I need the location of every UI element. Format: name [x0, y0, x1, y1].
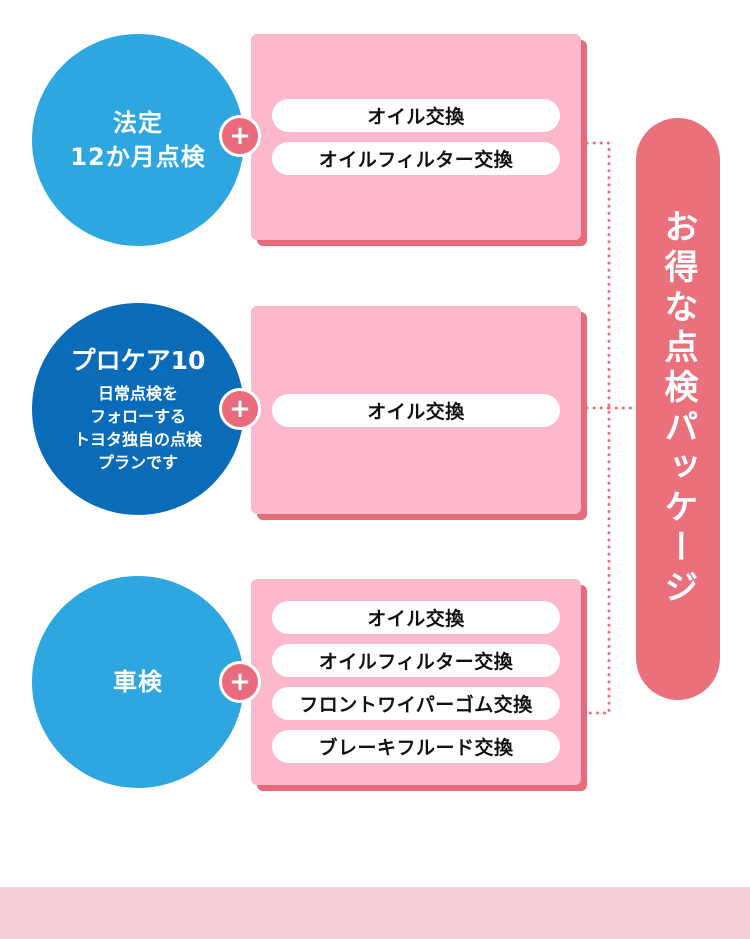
circle-legal-12month-inspection: 法定 12か月点検 [32, 34, 244, 246]
plus-icon: + [219, 661, 261, 703]
connector-branch-1 [585, 141, 611, 715]
circle-line: トヨタ独自の点検 [73, 430, 202, 449]
service-item: ブレーキフルード交換 [272, 730, 560, 763]
circle-line: 車検 [113, 668, 163, 696]
service-item: オイル交換 [272, 393, 560, 427]
service-item: オイルフィルター交換 [272, 644, 560, 677]
package-badge: お得な点検パッケージ [636, 118, 720, 700]
circle-line: 日常点検を [97, 384, 178, 403]
circle-title: プロケア10 [70, 346, 206, 375]
circle-line: 法定 [113, 109, 163, 137]
plus-icon: + [219, 115, 261, 157]
circle-line: プランです [97, 453, 178, 472]
package-label: お得な点検パッケージ [658, 209, 698, 609]
service-box-1: オイル交換 オイルフィルター交換 [251, 34, 581, 240]
circle-line: フォローする [89, 407, 186, 426]
circle-shaken-inspection: 車検 [32, 576, 244, 788]
circle-line: 12か月点検 [70, 143, 206, 171]
service-item: オイルフィルター交換 [272, 142, 560, 175]
service-item: オイル交換 [272, 99, 560, 132]
plus-icon: + [219, 388, 261, 430]
service-item: フロントワイパーゴム交換 [272, 687, 560, 720]
bottom-decorative-band [0, 887, 750, 939]
circle-procare10: プロケア10 日常点検を フォローする トヨタ独自の点検 プランです [32, 303, 244, 515]
service-box-3: オイル交換 オイルフィルター交換 フロントワイパーゴム交換 ブレーキフルード交換 [251, 579, 581, 785]
service-box-2: オイル交換 [251, 306, 581, 514]
service-item: オイル交換 [272, 601, 560, 634]
